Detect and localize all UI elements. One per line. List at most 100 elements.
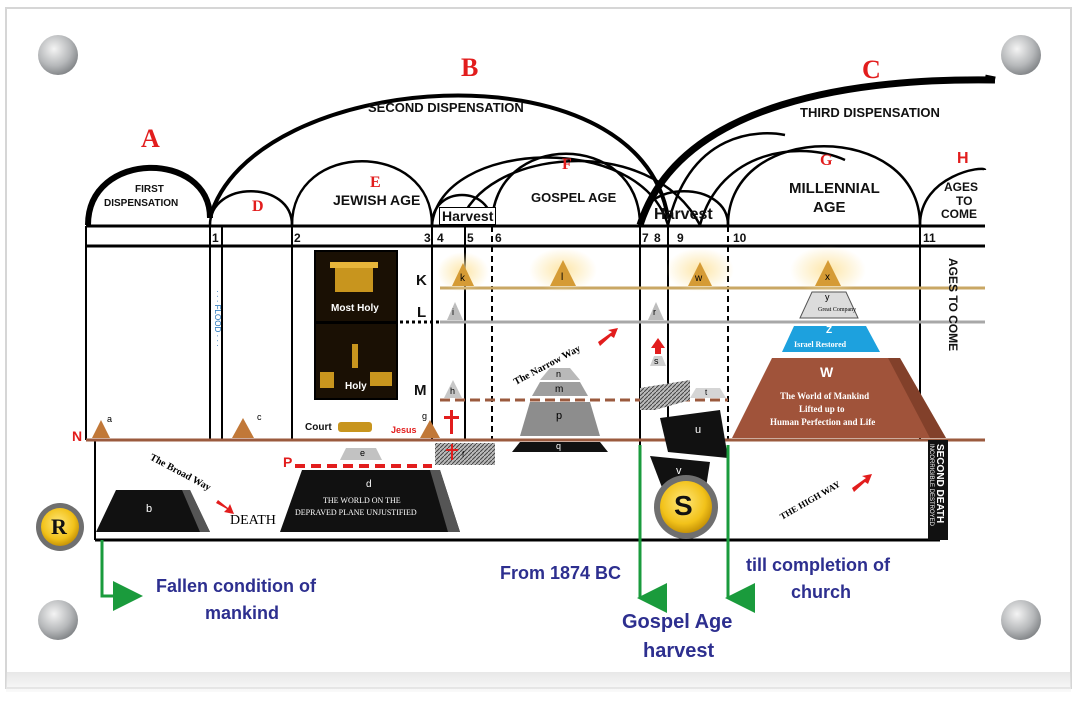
second-dispensation-title: SECOND DISPENSATION bbox=[368, 100, 524, 115]
pyramid-q bbox=[512, 442, 608, 452]
pyramid-x bbox=[815, 260, 841, 286]
high-way-arrow-icon bbox=[852, 474, 872, 492]
pyramid-p bbox=[520, 402, 600, 436]
death-label: DEATH bbox=[230, 513, 276, 528]
pyramid-z bbox=[782, 326, 880, 352]
cross-icon bbox=[451, 444, 453, 460]
world-mankind-1: The World of Mankind bbox=[780, 391, 870, 401]
pyramid-y bbox=[799, 291, 859, 319]
dispensation-arches bbox=[85, 74, 996, 227]
pyr-label-y: y bbox=[825, 292, 830, 302]
world-mankind-2: Lifted up to bbox=[799, 404, 845, 414]
cross-icon bbox=[450, 410, 453, 434]
plane-n-label: N bbox=[72, 428, 83, 444]
bolt-icon bbox=[1001, 35, 1041, 75]
letter-d: D bbox=[252, 198, 264, 215]
pyramid-f bbox=[435, 443, 495, 465]
millennial-line1: MILLENNIAL bbox=[789, 180, 880, 197]
pyr-label-q: q bbox=[556, 441, 562, 451]
narrow-way-arrow-icon bbox=[598, 328, 618, 346]
holy-label: Holy bbox=[345, 381, 367, 392]
pyr-label-v: v bbox=[676, 465, 682, 477]
badge-s bbox=[654, 475, 718, 539]
pyramid-l bbox=[550, 260, 576, 286]
pyramids bbox=[92, 246, 946, 532]
first-dispensation-line2: DISPENSATION bbox=[104, 198, 179, 209]
pyr-label-g: g bbox=[422, 411, 428, 421]
second-death-label: SECOND DEATH bbox=[934, 444, 945, 524]
pyramid-k bbox=[452, 263, 474, 286]
num-11: 11 bbox=[923, 231, 936, 245]
broad-way-arrow-icon bbox=[216, 500, 234, 514]
world-line1: THE WORLD ON THE bbox=[323, 496, 401, 505]
pyr-label-r: r bbox=[653, 307, 656, 317]
num-10: 10 bbox=[733, 231, 747, 245]
pyramid-g bbox=[420, 420, 440, 438]
pyr-label-big-w: W bbox=[820, 364, 834, 380]
pyr-label-a: a bbox=[107, 414, 113, 424]
num-4: 4 bbox=[437, 231, 444, 245]
num-9: 9 bbox=[677, 231, 684, 245]
fallen-line2: mankind bbox=[205, 603, 280, 623]
pyr-label-f: f bbox=[462, 450, 465, 459]
ages-to-come-line3: COME bbox=[941, 207, 977, 221]
plane-p-label: P bbox=[283, 454, 293, 470]
pyramid-e bbox=[340, 448, 382, 460]
letter-c: C bbox=[862, 55, 881, 84]
ages-to-come-line2: TO bbox=[956, 194, 973, 208]
num-3: 3 bbox=[424, 231, 431, 245]
pyr-label-d: d bbox=[366, 479, 372, 490]
timeline-structure bbox=[85, 224, 985, 542]
pyramid-c bbox=[232, 418, 254, 438]
plane-l-label: L bbox=[417, 304, 427, 321]
ark-icon bbox=[335, 266, 373, 292]
pyr-label-b: b bbox=[146, 503, 153, 515]
broken-plane bbox=[640, 380, 690, 410]
num-6: 6 bbox=[495, 231, 502, 245]
pyr-label-h: h bbox=[450, 386, 456, 396]
pyramid-i bbox=[447, 302, 463, 320]
harvest-line1: Gospel Age bbox=[622, 611, 733, 633]
num-5: 5 bbox=[467, 231, 474, 245]
laver-icon bbox=[338, 422, 372, 432]
plane-k-label: K bbox=[416, 272, 427, 289]
num-2: 2 bbox=[294, 231, 301, 245]
bolt-icon bbox=[1001, 600, 1041, 640]
pyramid-w bbox=[688, 262, 712, 286]
israel-restored-label: Israel Restored bbox=[794, 340, 847, 349]
way-arrows bbox=[216, 328, 872, 514]
court-label: Court bbox=[305, 422, 332, 433]
pyramid-u bbox=[660, 410, 728, 458]
jesus-label: Jesus bbox=[391, 425, 417, 435]
third-dispensation-title: THIRD DISPENSATION bbox=[800, 105, 940, 120]
pyramid-t bbox=[690, 388, 726, 398]
pyr-label-z: Z bbox=[826, 325, 833, 336]
tabernacle bbox=[314, 250, 398, 432]
pyr-label-u: u bbox=[695, 424, 702, 436]
ages-to-come-vertical: AGES TO COME bbox=[946, 258, 960, 352]
pyramid-r bbox=[648, 302, 664, 320]
table-icon bbox=[370, 372, 392, 386]
letter-g: G bbox=[820, 152, 833, 169]
bolt-icon bbox=[38, 600, 78, 640]
up-arrow-icon bbox=[651, 338, 665, 354]
great-company-label: Great Company bbox=[818, 307, 857, 313]
harvest-line2: harvest bbox=[643, 640, 715, 662]
mounting-bolts bbox=[38, 35, 1041, 640]
first-dispensation-line1: FIRST bbox=[135, 184, 164, 195]
letter-a: A bbox=[141, 124, 160, 153]
pyr-label-l: l bbox=[561, 272, 564, 283]
badge-r bbox=[36, 503, 84, 551]
fallen-arrow bbox=[100, 540, 143, 611]
candlestick-icon bbox=[320, 372, 334, 388]
pyr-label-w: w bbox=[695, 273, 703, 284]
pyr-label-m: m bbox=[555, 384, 564, 395]
gospel-age-title: GOSPEL AGE bbox=[531, 190, 617, 205]
num-7: 7 bbox=[642, 231, 649, 245]
pyr-label-n: n bbox=[556, 369, 562, 379]
pyr-label-p: p bbox=[556, 410, 563, 422]
world-mankind-3: Human Perfection and Life bbox=[770, 417, 876, 427]
pyramid-h bbox=[444, 380, 462, 398]
altar-icon bbox=[352, 344, 358, 368]
